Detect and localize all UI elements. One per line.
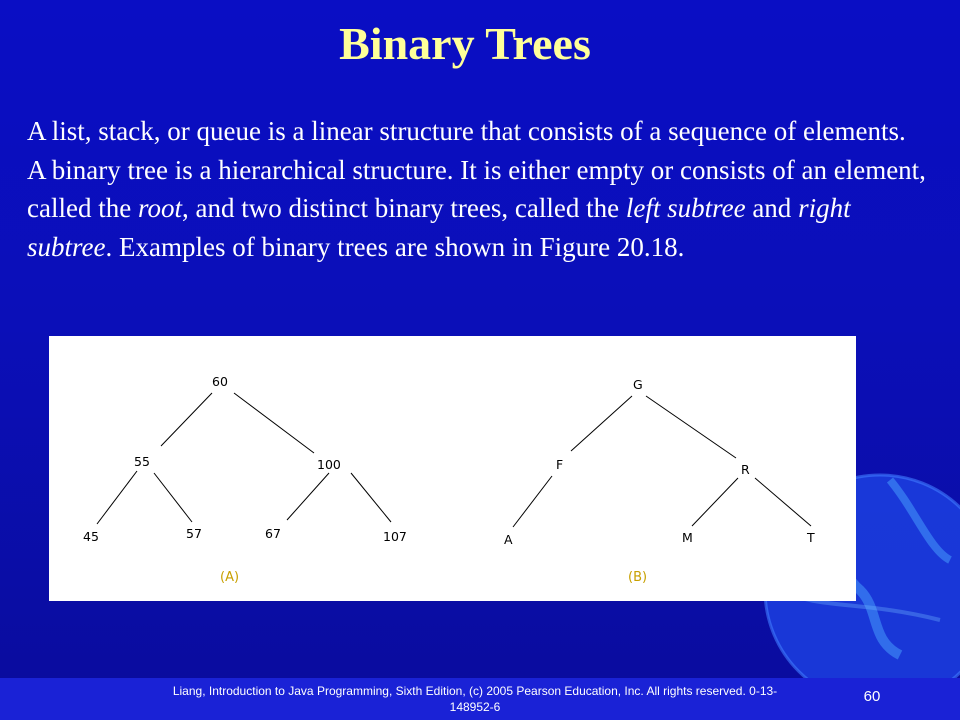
binary-tree-diagram: 60 55 100 45 57 67 107 (A) G F R A M T (… [83,374,815,585]
edge-b-left-ll [512,475,553,528]
edge-a-right-rl [286,472,330,521]
tree-a-node-rr: 107 [383,529,407,544]
footer-copyright: Liang, Introduction to Java Programming,… [172,684,778,714]
edge-a-left-lr [153,472,193,523]
body-text-part-2: , and two distinct binary trees, called … [181,193,626,223]
edge-b-root-right [645,395,737,459]
tree-a-node-root: 60 [212,374,228,389]
edge-a-root-right [233,392,315,454]
edge-a-root-left [160,392,213,447]
tree-b-node-left: F [556,457,563,472]
slide-title: Binary Trees [339,18,591,69]
tree-a-edges [96,392,392,525]
tree-a-caption: (A) [220,570,239,585]
slide-body-text: A list, stack, or queue is a linear stru… [27,112,927,266]
edge-b-right-rr [754,477,812,527]
tree-b-node-root: G [633,377,643,392]
tree-b-node-right: R [741,462,750,477]
tree-a-node-ll: 45 [83,529,99,544]
footer-bar [0,678,960,720]
tree-b-node-rl: M [682,530,693,545]
edge-b-right-rl [691,477,739,527]
tree-a-node-rl: 67 [265,526,281,541]
body-text-part-3: and [745,193,799,223]
tree-a-node-right: 100 [317,457,341,472]
tree-b-caption: (B) [628,570,647,585]
tree-a-node-left: 55 [134,454,150,469]
tree-b-edges [512,395,812,528]
binary-tree-figure: 60 55 100 45 57 67 107 (A) G F R A M T (… [49,336,856,601]
term-right-subtree: right subtree [27,193,851,262]
term-root: root [137,193,182,223]
edge-b-root-left [570,395,633,452]
tree-a-node-lr: 57 [186,526,202,541]
tree-b-node-ll: A [504,532,513,547]
body-text-part-1: A list, stack, or queue is a linear stru… [27,116,926,223]
tree-b-node-rr: T [806,530,815,545]
edge-a-left-ll [96,470,138,525]
edge-a-right-rr [350,472,392,523]
body-text-part-4: . Examples of binary trees are shown in … [105,231,685,262]
page-number: 60 [863,688,881,705]
term-left-subtree: left subtree [625,193,746,223]
